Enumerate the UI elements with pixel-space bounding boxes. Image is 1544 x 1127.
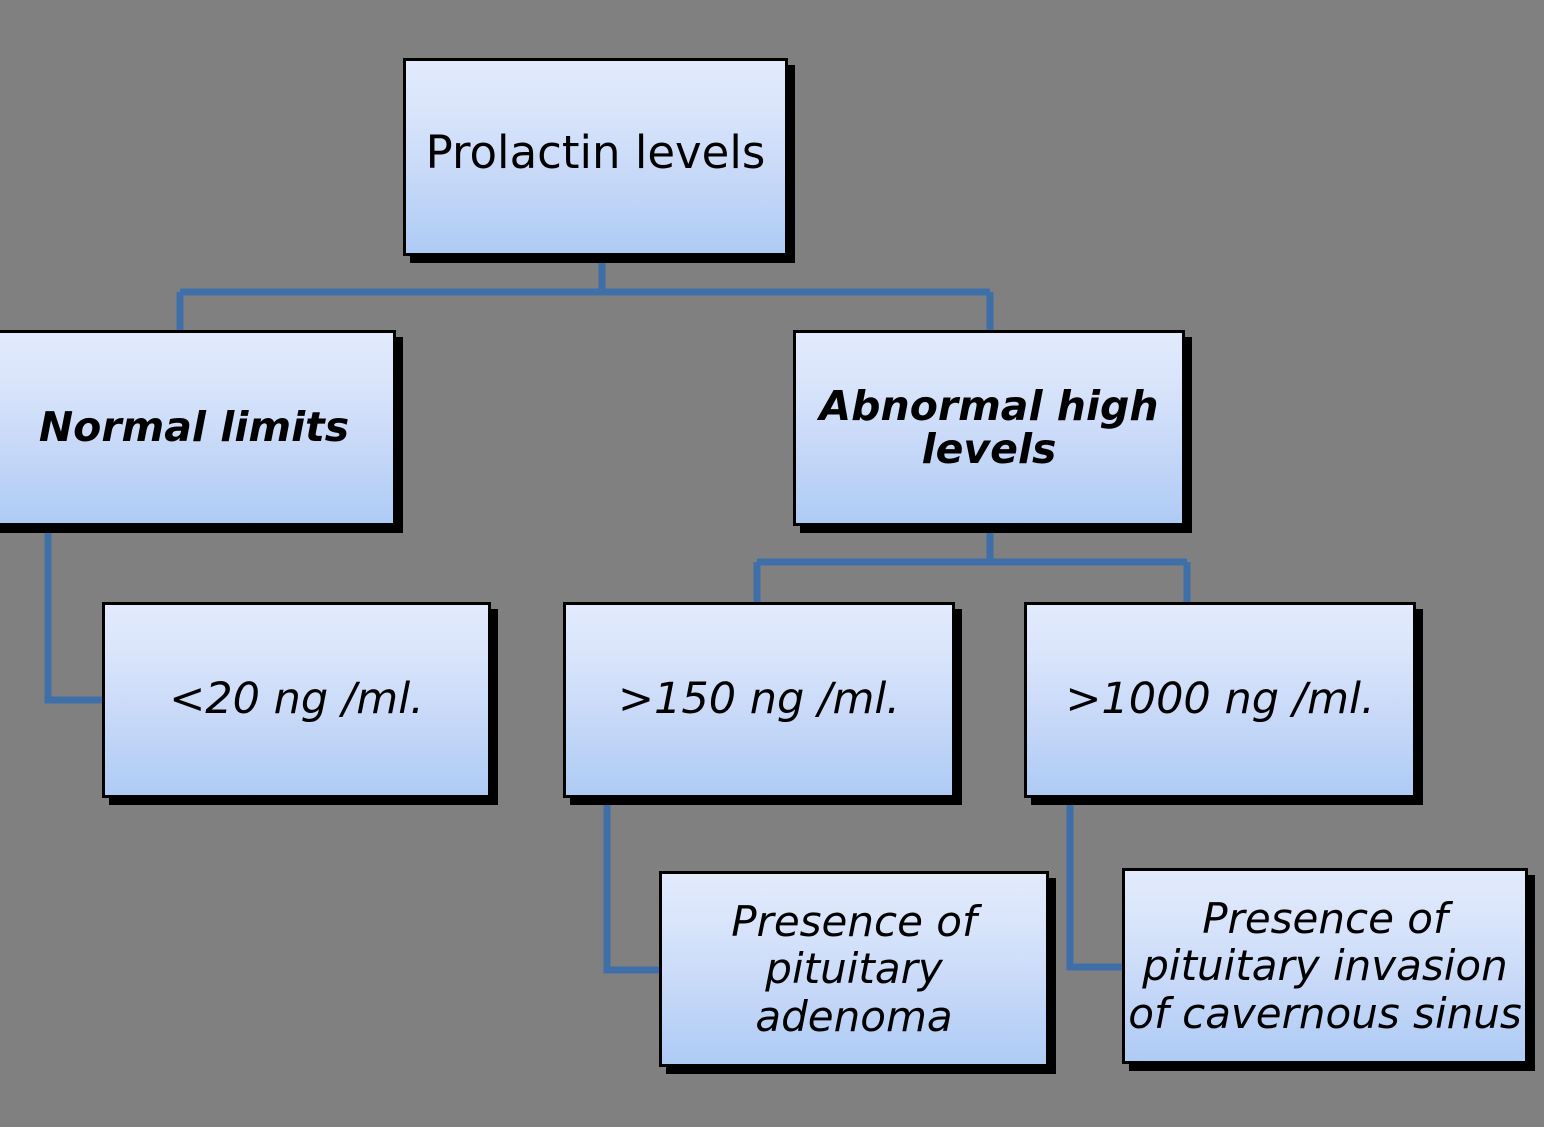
node-pituitary-adenoma-label: Presence of pituitary adenoma (731, 897, 977, 1041)
edge-normal-to-lt20 (44, 526, 104, 704)
node-gt-150-ng-ml[interactable]: >150 ng /ml. (563, 602, 955, 798)
node-lt-20-ng-ml-label: <20 ng /ml. (169, 674, 424, 725)
node-cavernous-sinus-invasion-label: Presence of pituitary invasion of cavern… (1128, 894, 1522, 1038)
node-gt-1000-ng-ml-label: >1000 ng /ml. (1065, 674, 1375, 725)
node-pituitary-adenoma[interactable]: Presence of pituitary adenoma (659, 871, 1049, 1067)
edge-gt1000-to-cavernous (1066, 798, 1124, 971)
node-normal-limits[interactable]: Normal limits (0, 330, 396, 526)
node-prolactin-levels[interactable]: Prolactin levels (403, 58, 788, 256)
node-abnormal-high-levels-label: Abnormal high levels (819, 381, 1159, 473)
node-gt-1000-ng-ml[interactable]: >1000 ng /ml. (1024, 602, 1416, 798)
node-lt-20-ng-ml[interactable]: <20 ng /ml. (102, 602, 491, 798)
edge-gt150-to-adenoma (603, 798, 661, 974)
node-cavernous-sinus-invasion[interactable]: Presence of pituitary invasion of cavern… (1122, 868, 1528, 1064)
node-normal-limits-label: Normal limits (38, 403, 350, 452)
node-gt-150-ng-ml-label: >150 ng /ml. (618, 674, 900, 725)
node-prolactin-levels-label: Prolactin levels (425, 126, 766, 179)
node-abnormal-high-levels[interactable]: Abnormal high levels (793, 330, 1185, 526)
